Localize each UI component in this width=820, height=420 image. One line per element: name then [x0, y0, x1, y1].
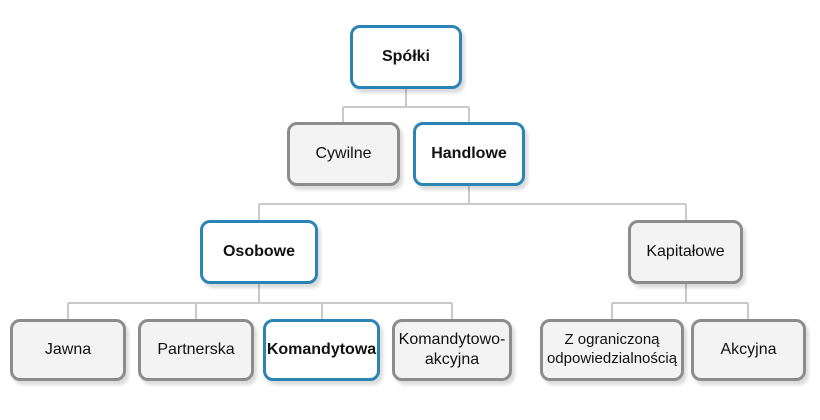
node-label: Partnerska: [157, 341, 235, 358]
node-kapitalowe: Kapitałowe: [628, 220, 743, 284]
node-akcyjna: Akcyjna: [691, 319, 806, 381]
node-label: Z ograniczoną odpowiedzialnością: [546, 331, 678, 367]
node-label: Akcyjna: [720, 341, 777, 358]
node-label: Komandytowa: [266, 341, 377, 358]
node-partnerska: Partnerska: [138, 319, 254, 381]
node-komandytowa: Komandytowa: [263, 319, 380, 381]
node-cywilne: Cywilne: [287, 122, 400, 186]
node-osobowe: Osobowe: [200, 220, 318, 284]
node-handlowe: Handlowe: [413, 122, 525, 186]
node-label: Kapitałowe: [646, 243, 725, 260]
node-label: Jawna: [44, 341, 92, 358]
node-komandytowo-akcyjna: Komandytowo-akcyjna: [392, 319, 512, 381]
node-label: Osobowe: [222, 243, 295, 260]
node-spolki: Spółki: [350, 25, 462, 89]
node-label: Spółki: [381, 48, 430, 65]
node-jawna: Jawna: [10, 319, 126, 381]
node-z-ograniczona-odpowiedzialnoscia: Z ograniczoną odpowiedzialnością: [540, 319, 684, 381]
node-label: Komandytowo-akcyjna: [398, 331, 506, 368]
node-label: Handlowe: [431, 145, 507, 162]
node-label: Cywilne: [315, 145, 372, 162]
